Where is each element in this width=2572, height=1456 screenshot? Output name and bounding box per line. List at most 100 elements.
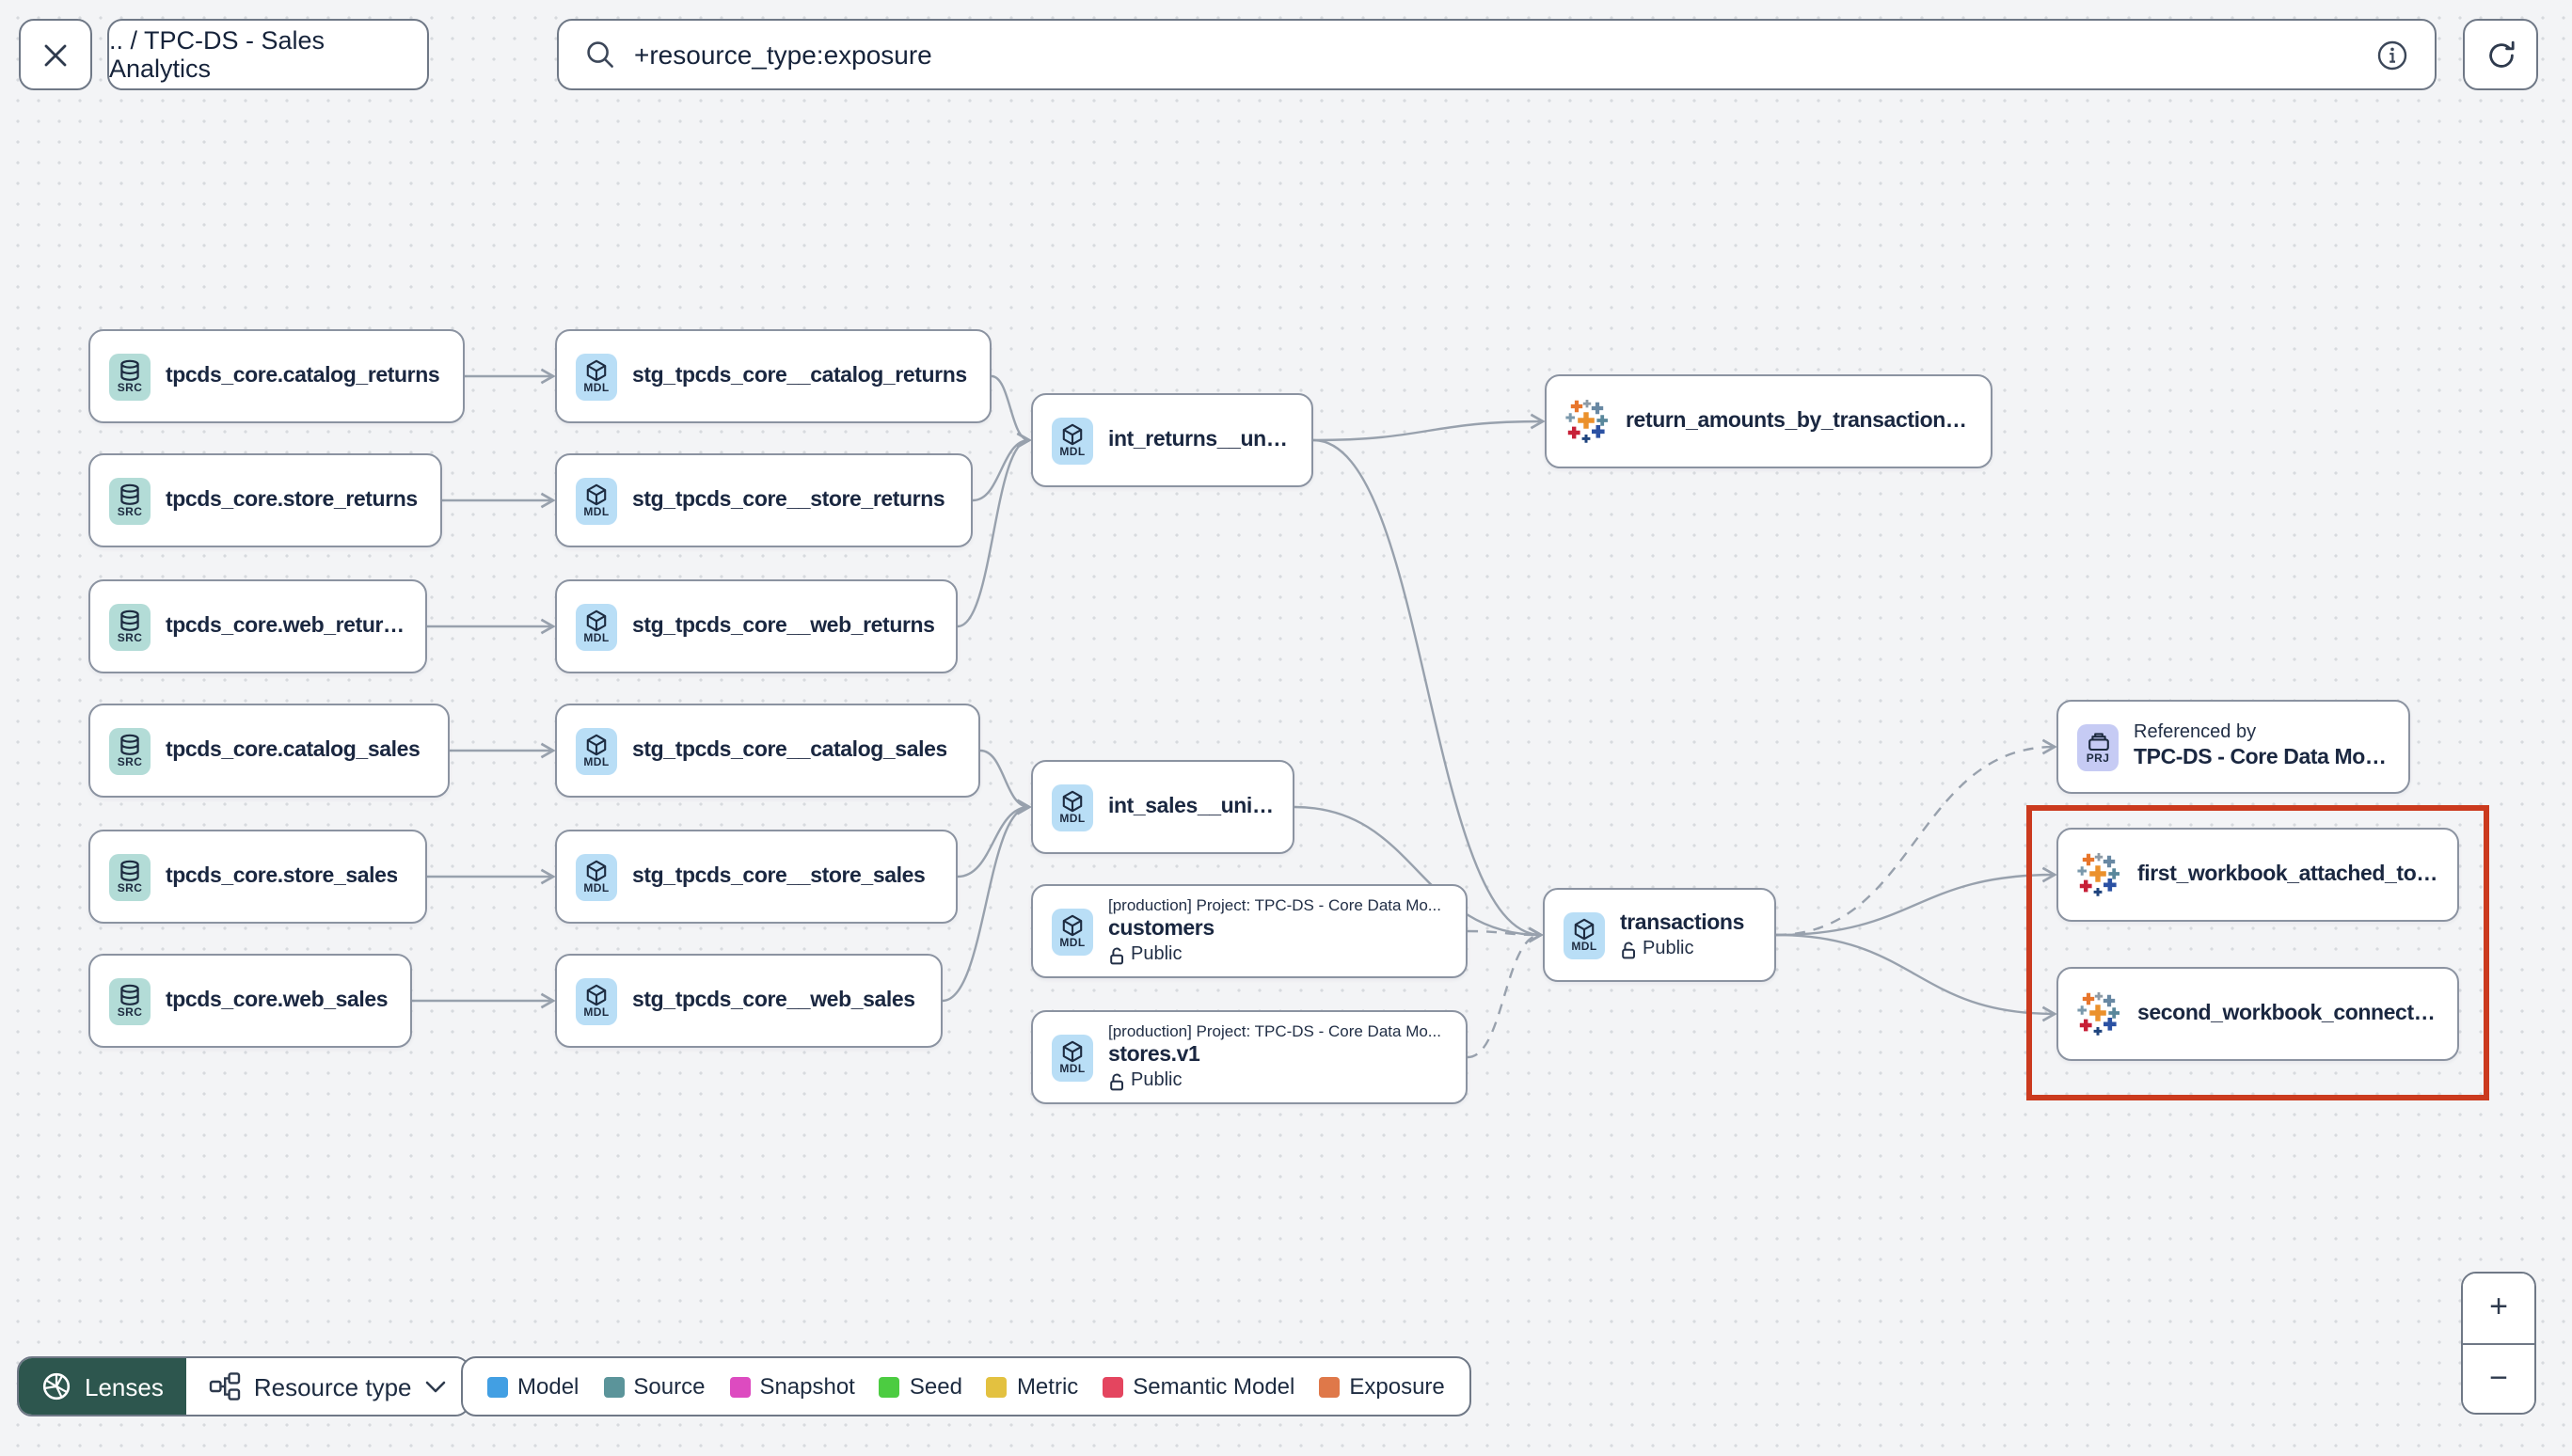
node-label: stg_tpcds_core__store_returns xyxy=(632,488,945,511)
node-label: tpcds_core.catalog_sales xyxy=(166,738,421,761)
node-label: customers xyxy=(1108,917,1215,941)
legend-swatch xyxy=(1103,1376,1124,1397)
close-button[interactable] xyxy=(19,19,92,90)
zoom-out-button[interactable]: − xyxy=(2463,1344,2534,1413)
edge-stg_catalog_returns-to-int_returns xyxy=(991,374,1032,449)
legend-label: Source xyxy=(633,1373,706,1400)
legend-item-seed: Seed xyxy=(879,1373,962,1400)
refresh-button[interactable] xyxy=(2463,19,2538,90)
resource-badge: MDL xyxy=(583,383,610,394)
cube-icon: MDL xyxy=(1052,783,1093,831)
resource-type-icon xyxy=(209,1371,241,1401)
visibility-label: Public xyxy=(1131,1069,1183,1091)
node-label: stg_tpcds_core__web_returns xyxy=(632,614,935,637)
node-workbook1[interactable]: first_workbook_attached_to_tpc-ds_-_... xyxy=(2056,828,2459,922)
cube-icon: MDL xyxy=(576,977,617,1024)
node-label: transactions xyxy=(1620,911,1744,934)
aperture-icon xyxy=(41,1371,71,1401)
close-icon xyxy=(43,42,68,67)
zoom-in-button[interactable]: + xyxy=(2463,1274,2534,1344)
node-label: int_sales__unioned xyxy=(1108,795,1274,817)
node-label: tpcds_core.store_returns xyxy=(166,488,418,511)
node-label: tpcds_core.store_sales xyxy=(166,864,398,887)
edge-int_returns-to-transactions xyxy=(1312,438,1544,943)
cube-icon: MDL xyxy=(1564,911,1605,958)
node-label: TPC-DS - Core Data Models xyxy=(2134,746,2389,768)
node-stg-web-sales[interactable]: MDL stg_tpcds_core__web_sales xyxy=(555,954,943,1048)
cube-icon: MDL xyxy=(576,353,617,400)
visibility-label: Public xyxy=(1643,938,1694,958)
edge-transactions-to-workbook1 xyxy=(1775,866,2057,937)
node-int-sales[interactable]: MDL int_sales__unioned xyxy=(1031,760,1294,854)
legend-item-snapshot: Snapshot xyxy=(729,1373,855,1400)
legend-item-exposure: Exposure xyxy=(1319,1373,1445,1400)
lenses-button[interactable]: Lenses xyxy=(19,1358,186,1415)
node-stg-catalog-returns[interactable]: MDL stg_tpcds_core__catalog_returns xyxy=(555,329,992,423)
search-input[interactable]: +resource_type:exposure xyxy=(634,40,932,70)
breadcrumb[interactable]: .. / TPC-DS - Sales Analytics xyxy=(107,19,429,90)
resource-badge: MDL xyxy=(583,507,610,518)
cube-icon: MDL xyxy=(576,477,617,524)
node-stg-web-returns[interactable]: MDL stg_tpcds_core__web_returns xyxy=(555,579,958,673)
info-icon[interactable] xyxy=(2376,39,2408,71)
legend-swatch xyxy=(1319,1376,1341,1397)
cube-icon: MDL xyxy=(576,853,617,900)
node-stores-v1[interactable]: MDL[production] Project: TPC-DS - Core D… xyxy=(1031,1010,1468,1104)
node-text: int_sales__unioned xyxy=(1108,793,1274,821)
node-workbook2[interactable]: second_workbook_connected_to_live... xyxy=(2056,967,2459,1061)
resource-type-selector[interactable]: Resource type xyxy=(185,1358,468,1415)
legend-label: Exposure xyxy=(1349,1373,1445,1400)
node-return-amounts[interactable]: return_amounts_by_transaction_type xyxy=(1545,374,1993,468)
tableau-exposure-icon xyxy=(2077,852,2122,897)
resource-badge: SRC xyxy=(117,507,143,518)
node-text: int_returns__unioned xyxy=(1108,426,1293,454)
breadcrumb-label: .. / TPC-DS - Sales Analytics xyxy=(109,26,325,83)
resource-badge: SRC xyxy=(117,1007,143,1019)
edge-stg_web_returns-to-int_returns xyxy=(957,432,1032,628)
tableau-exposure-icon xyxy=(2077,991,2122,1037)
legend-label: Semantic Model xyxy=(1133,1373,1295,1400)
chevron-down-icon xyxy=(425,1380,446,1393)
node-label: stg_tpcds_core__catalog_returns xyxy=(632,364,967,387)
cube-icon: MDL xyxy=(1052,1034,1093,1081)
node-label: int_returns__unioned xyxy=(1108,428,1293,451)
legend-swatch xyxy=(879,1376,900,1397)
resource-badge: SRC xyxy=(117,883,143,894)
resource-badge: SRC xyxy=(117,757,143,768)
node-src-store-returns[interactable]: SRC tpcds_core.store_returns xyxy=(88,453,442,547)
edge-int_sales-to-transactions xyxy=(1294,805,1544,943)
node-text: tpcds_core.store_sales xyxy=(166,863,398,891)
node-text: second_workbook_connected_to_live... xyxy=(2137,1000,2438,1028)
resource-badge: MDL xyxy=(583,633,610,644)
node-src-catalog-sales[interactable]: SRC tpcds_core.catalog_sales xyxy=(88,704,450,798)
edge-stg_catalog_sales-to-int_sales xyxy=(979,749,1032,815)
legend-label: Snapshot xyxy=(759,1373,855,1400)
node-text: stg_tpcds_core__catalog_returns xyxy=(632,362,967,390)
node-text: tpcds_core.web_returns xyxy=(166,612,406,641)
node-stg-store-returns[interactable]: MDL stg_tpcds_core__store_returns xyxy=(555,453,973,547)
search-bar[interactable]: +resource_type:exposure xyxy=(557,19,2437,90)
node-text: stg_tpcds_core__web_sales xyxy=(632,987,915,1015)
node-label: tpcds_core.catalog_returns xyxy=(166,364,440,387)
search-icon xyxy=(585,40,615,70)
node-text: [production] Project: TPC-DS - Core Data… xyxy=(1108,896,1441,967)
resource-type-label: Resource type xyxy=(253,1372,412,1401)
cube-icon: MDL xyxy=(576,603,617,650)
node-customers[interactable]: MDL[production] Project: TPC-DS - Core D… xyxy=(1031,884,1468,978)
legend-label: Seed xyxy=(909,1373,962,1400)
resource-badge: MDL xyxy=(583,757,610,768)
node-src-store-sales[interactable]: SRC tpcds_core.store_sales xyxy=(88,830,427,924)
node-label: tpcds_core.web_returns xyxy=(166,614,406,637)
legend-swatch xyxy=(986,1376,1008,1397)
database-icon: SRC xyxy=(109,477,151,524)
